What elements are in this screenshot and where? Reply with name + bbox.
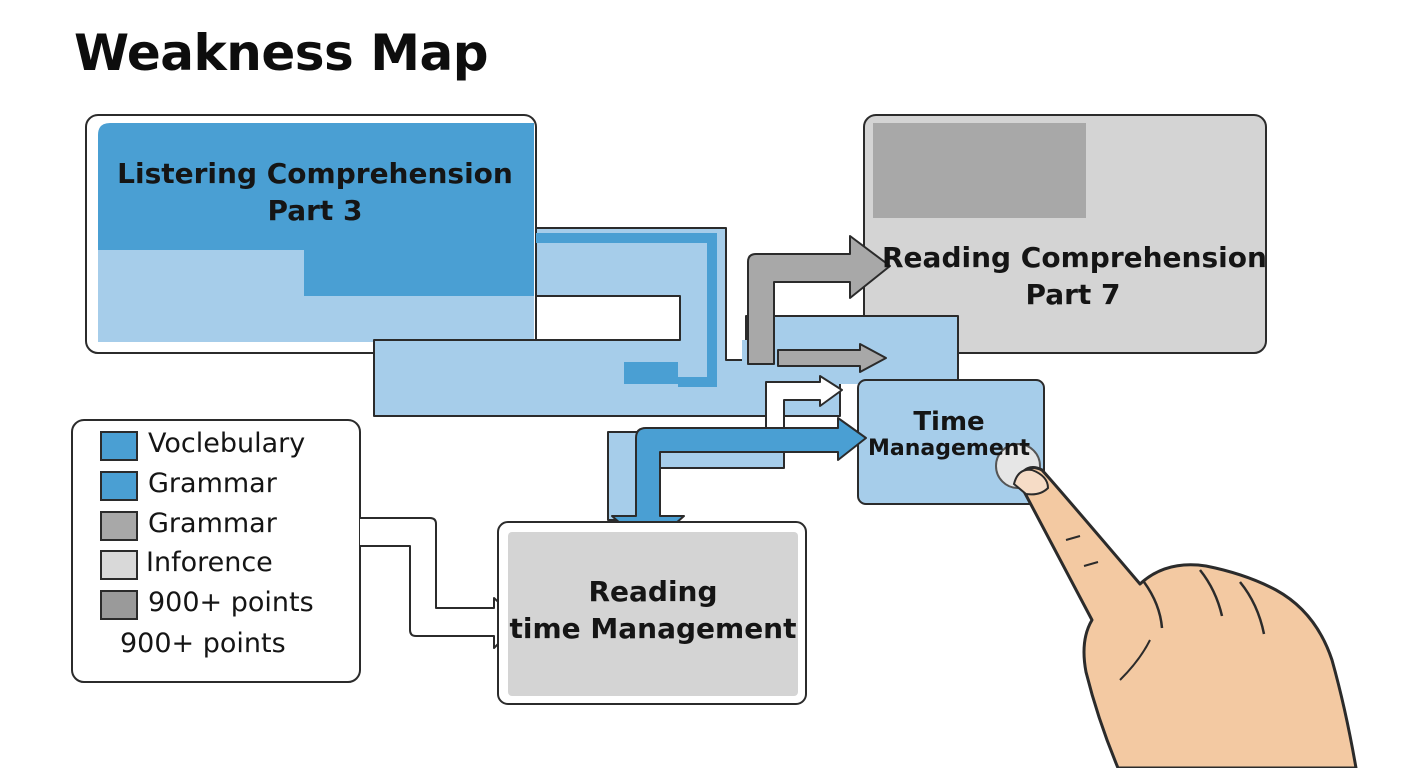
- reading-time-line2: time Management: [509, 611, 797, 645]
- legend-label-vocabulary: Voclebulary: [148, 428, 306, 459]
- time-line1: Time: [913, 407, 985, 437]
- reading7-line2: Part 7: [1025, 277, 1121, 311]
- legend-label-grammar-blue: Grammar: [148, 468, 277, 499]
- legend-label-inference: Inforence: [146, 547, 273, 578]
- pointing-hand-icon: [995, 443, 1358, 768]
- listening-line2: Part 3: [267, 193, 363, 227]
- gray-arrow-small: [777, 343, 887, 373]
- reading7-line1: Reading Comprehension: [882, 241, 1267, 274]
- legend-label-900-points-1: 900+ points: [148, 587, 314, 618]
- listening-line1: Listering Comprehension: [117, 157, 513, 190]
- legend-swatch-inference: [100, 550, 138, 580]
- white-arrow-to-time: [765, 375, 843, 461]
- legend-swatch-grammar-gray: [100, 511, 138, 541]
- legend-swatch-grammar-blue: [100, 471, 138, 501]
- legend-label-900-points-2: 900+ points: [120, 628, 286, 659]
- reading-time-management-label: Reading time Management: [508, 574, 798, 648]
- reading-time-management-node[interactable]: [497, 521, 807, 705]
- time-line2: Management: [868, 436, 1030, 462]
- legend: [71, 419, 361, 683]
- legend-swatch-vocabulary: [100, 431, 138, 461]
- time-management-label: Time Management: [856, 407, 1042, 462]
- legend-swatch-900-points: [100, 590, 138, 620]
- page-title: Weakness Map: [74, 24, 489, 82]
- listening-comprehension-label: Listering Comprehension Part 3: [98, 156, 532, 230]
- white-arrow-legend-to-reading-time: [360, 517, 521, 649]
- reading-comprehension-node[interactable]: [863, 114, 1267, 354]
- blue-loop-arrows: [607, 417, 867, 549]
- legend-label-grammar-gray: Grammar: [148, 508, 277, 539]
- reading-comprehension-label: Reading Comprehension Part 7: [882, 240, 1267, 314]
- gray-arrow-to-reading7: [747, 235, 891, 365]
- reading-time-line1: Reading: [588, 575, 718, 608]
- listening-comprehension-node[interactable]: [85, 114, 537, 354]
